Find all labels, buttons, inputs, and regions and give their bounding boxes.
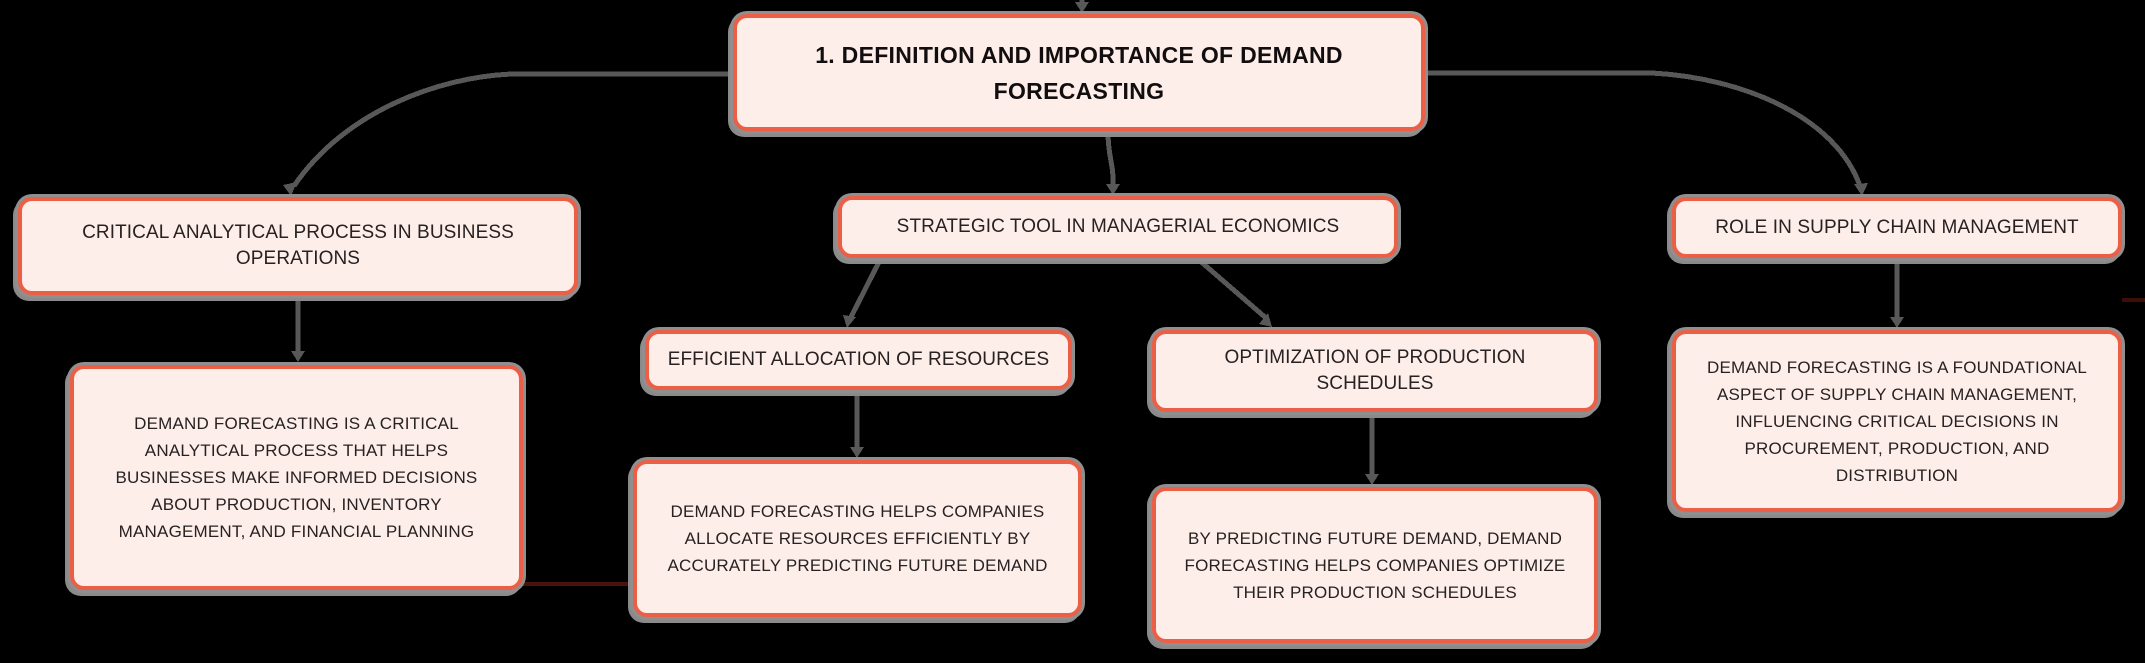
node-critical-process-label: CRITICAL ANALYTICAL PROCESS IN BUSINESS … xyxy=(82,222,514,269)
node-strategic-tool-label: STRATEGIC TOOL IN MANAGERIAL ECONOMICS xyxy=(896,216,1340,237)
node-supply-chain-role-description[interactable]: DEMAND FORECASTING IS A FOUNDATIONAL ASP… xyxy=(1672,330,2122,512)
node-critical-process-description[interactable]: DEMAND FORECASTING IS A CRITICAL ANALYTI… xyxy=(70,365,523,590)
node-optimization-schedules-description[interactable]: BY PREDICTING FUTURE DEMAND, DEMAND FORE… xyxy=(1152,487,1598,643)
connector-critical-to-desc-arrow xyxy=(291,351,305,362)
node-supply-chain-role-label: ROLE IN SUPPLY CHAIN MANAGEMENT xyxy=(1715,216,2079,238)
connector-strategic-to-optimization-arrow xyxy=(1259,313,1272,327)
node-efficient-allocation[interactable]: EFFICIENT ALLOCATION OF RESOURCES xyxy=(645,330,1072,390)
connector-root-to-strategic xyxy=(1105,131,1116,187)
connector-root-to-critical-arrow xyxy=(283,182,297,196)
connector-root-to-role-arrow xyxy=(1854,183,1868,196)
node-critical-process[interactable]: CRITICAL ANALYTICAL PROCESS IN BUSINESS … xyxy=(18,197,578,295)
node-root[interactable]: 1. DEFINITION AND IMPORTANCE OF DEMAND F… xyxy=(733,14,1425,131)
node-supply-chain-role-description-label: DEMAND FORECASTING IS A FOUNDATIONAL ASP… xyxy=(1707,357,2087,485)
node-optimization-schedules[interactable]: OPTIMIZATION OF PRODUCTION SCHEDULES xyxy=(1152,330,1598,412)
connector-role-to-desc-arrow xyxy=(1890,317,1904,328)
node-efficient-allocation-description[interactable]: DEMAND FORECASTING HELPS COMPANIES ALLOC… xyxy=(633,460,1082,617)
node-optimization-schedules-label: OPTIMIZATION OF PRODUCTION SCHEDULES xyxy=(1224,347,1526,394)
connector-root-to-role xyxy=(1422,70,1863,187)
connector-root-to-critical xyxy=(291,71,736,188)
connector-strategic-to-efficient-arrow xyxy=(843,315,856,328)
node-efficient-allocation-description-label: DEMAND FORECASTING HELPS COMPANIES ALLOC… xyxy=(667,502,1048,575)
connector-optimization-to-desc-arrow xyxy=(1365,474,1379,485)
node-efficient-allocation-label: EFFICIENT ALLOCATION OF RESOURCES xyxy=(667,349,1050,370)
connector-efficient-to-desc-arrow xyxy=(850,447,864,458)
node-optimization-schedules-description-label: BY PREDICTING FUTURE DEMAND, DEMAND FORE… xyxy=(1184,528,1566,602)
node-supply-chain-role[interactable]: ROLE IN SUPPLY CHAIN MANAGEMENT xyxy=(1672,197,2122,258)
node-critical-process-description-label: DEMAND FORECASTING IS A CRITICAL ANALYTI… xyxy=(115,414,478,541)
node-strategic-tool[interactable]: STRATEGIC TOOL IN MANAGERIAL ECONOMICS xyxy=(838,196,1398,258)
connector-strategic-to-optimization xyxy=(1197,258,1268,320)
node-root-label: 1. DEFINITION AND IMPORTANCE OF DEMAND F… xyxy=(815,41,1343,104)
connector-root-to-strategic-arrow xyxy=(1106,184,1120,195)
connector-strategic-to-efficient xyxy=(847,258,883,321)
connector-parent-to-root-arrow xyxy=(1075,2,1089,13)
